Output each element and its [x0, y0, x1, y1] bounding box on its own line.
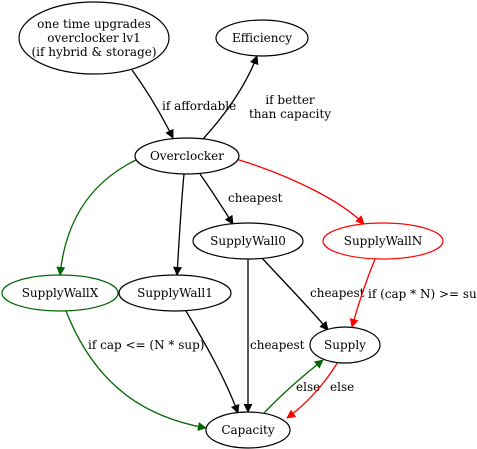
- edge-label: than capacity: [249, 107, 331, 121]
- node-label: overclocker lv1: [47, 31, 141, 45]
- edge-line: [263, 359, 324, 414]
- edge-line: [131, 69, 174, 139]
- node-efficiency: Efficiency: [215, 19, 309, 57]
- edge-label: cheapest: [310, 286, 365, 300]
- node-shape: [118, 274, 232, 312]
- node-overclocker: Overclocker: [134, 137, 240, 175]
- edge-supplywallx-capacity: if cap <= (N * sup): [65, 310, 207, 432]
- edge-label: cheapest: [228, 191, 283, 205]
- edge-line: [173, 173, 185, 276]
- edge-label: else: [296, 380, 320, 394]
- node-label: (if hybrid & storage): [31, 45, 156, 59]
- edge-label: if affordable: [162, 99, 236, 113]
- edge-overclocker-supplywall0: cheapest: [199, 173, 283, 225]
- node-label: Efficiency: [232, 31, 292, 45]
- edge-line: [286, 361, 339, 419]
- edge-label: if (cap * N) >= sup): [368, 287, 477, 301]
- edge-line: [202, 55, 259, 140]
- edge-line: [235, 158, 365, 225]
- edge-supply-capacity: else: [286, 361, 354, 419]
- node-supplywallx: SupplyWallX: [1, 274, 119, 312]
- node-shape: [215, 19, 309, 57]
- node-shape: [1, 274, 119, 312]
- node-shape: [205, 411, 291, 449]
- node-label: Overclocker: [150, 149, 224, 163]
- node-label: SupplyWallN: [344, 234, 423, 248]
- edge-label: if better: [265, 93, 315, 107]
- node-label: Capacity: [221, 423, 275, 437]
- node-label: SupplyWall0: [210, 234, 286, 248]
- edge-line: [56, 159, 137, 276]
- edge-supplywall0-supply: cheapest: [261, 257, 365, 331]
- edge-line: [65, 310, 207, 432]
- node-shape: [322, 222, 444, 260]
- node-label: Supply: [324, 338, 366, 352]
- edge-supplywall1-capacity: [185, 310, 240, 414]
- node-label: SupplyWallX: [22, 286, 99, 300]
- node-supplywall0: SupplyWall0: [192, 222, 304, 260]
- edge-line: [185, 310, 240, 414]
- edge-supplywall0-capacity: cheapest: [243, 259, 305, 413]
- edge-overclocker-supplywalln: [235, 158, 365, 225]
- edge-line: [199, 173, 234, 225]
- node-label: SupplyWall1: [137, 286, 213, 300]
- edge-line: [261, 257, 329, 331]
- edge-capacity-supply: else: [263, 359, 324, 414]
- edge-overclocker-supplywallx: [56, 159, 137, 276]
- node-label: one time upgrades: [37, 17, 151, 31]
- node-shape: [309, 326, 381, 364]
- edge-label: if cap <= (N * sup): [88, 338, 204, 352]
- node-capacity: Capacity: [205, 411, 291, 449]
- node-supplywalln: SupplyWallN: [322, 222, 444, 260]
- edge-upgrades-overclocker: if affordable: [131, 69, 236, 139]
- edge-label: else: [330, 380, 354, 394]
- edge-label: cheapest: [250, 338, 305, 352]
- edge-overclocker-supplywall1: [173, 173, 185, 276]
- node-shape: [18, 1, 170, 75]
- node-supplywall1: SupplyWall1: [118, 274, 232, 312]
- node-shape: [134, 137, 240, 175]
- node-shape: [192, 222, 304, 260]
- node-supply: Supply: [309, 326, 381, 364]
- edge-supplywalln-supply: if (cap * N) >= sup): [349, 258, 477, 328]
- edge-line: [349, 258, 376, 328]
